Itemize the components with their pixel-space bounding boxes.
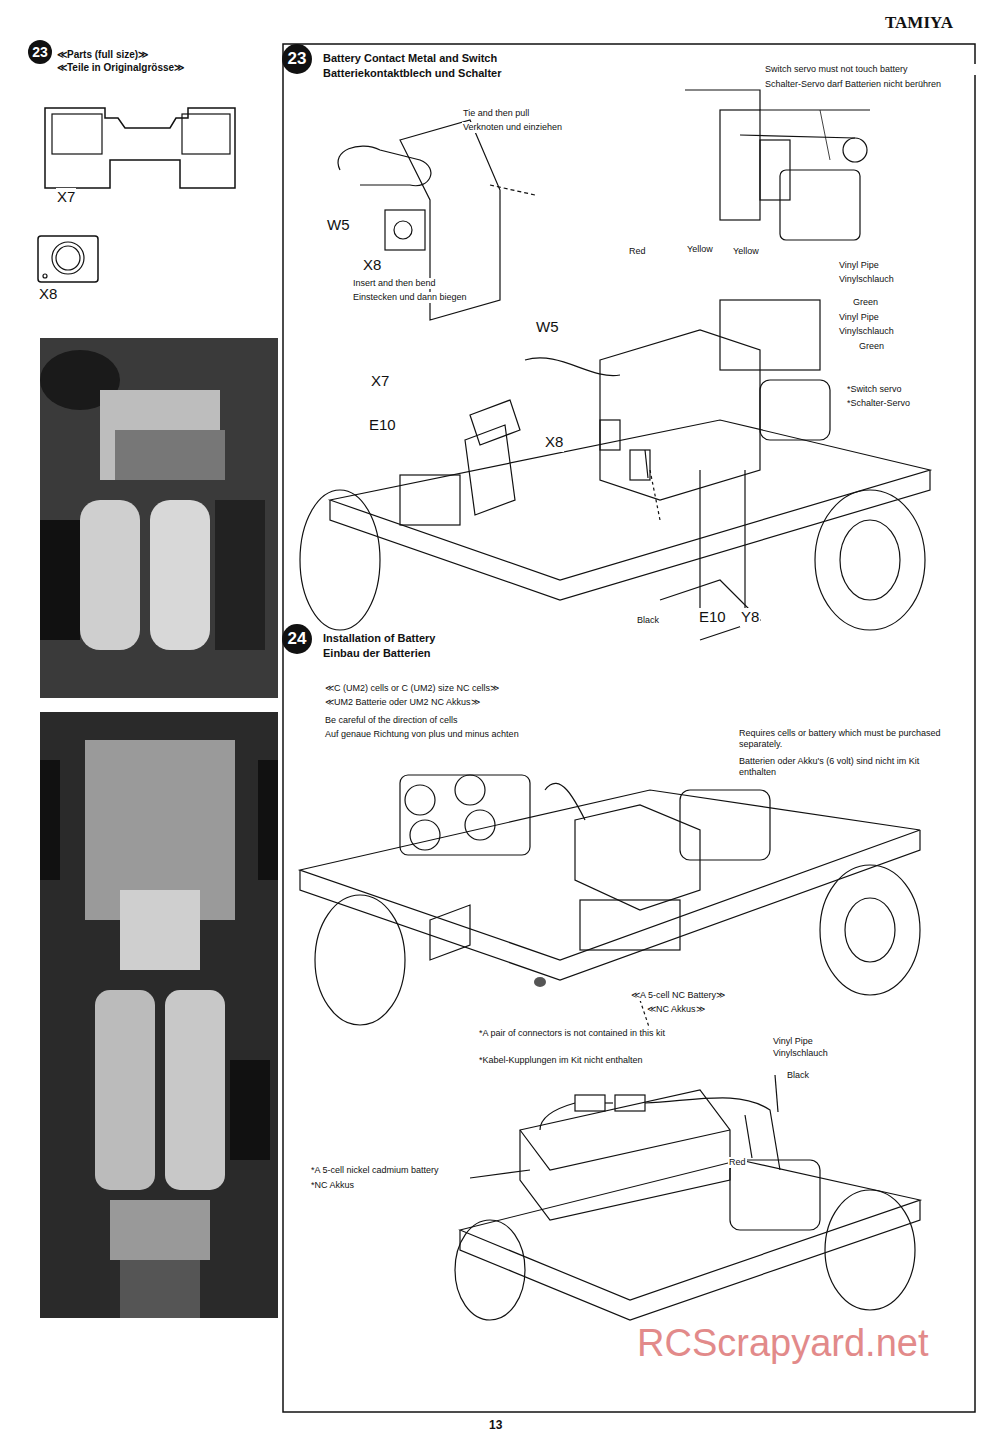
step-number: 24	[282, 624, 312, 654]
part-name: *NC Akkus	[310, 1180, 355, 1191]
note: ≪UM2 Batterie oder UM2 NC Akkus≫	[324, 697, 481, 708]
note: Schalter-Servo darf Batterien nicht berü…	[764, 79, 946, 90]
part-outline	[56, 246, 80, 270]
photo-detail	[40, 350, 265, 650]
step-heading: Installation of Battery	[322, 632, 436, 646]
part-name: *A 5-cell nickel cadmium battery	[310, 1165, 440, 1176]
instruction: Auf genaue Richtung von plus und minus a…	[324, 729, 520, 740]
part-outline	[45, 108, 235, 188]
wire-color: Green	[852, 297, 879, 308]
part-name: ≪NC Akkus≫	[646, 1004, 706, 1015]
part-name: X8	[544, 433, 564, 452]
part-name: W5	[535, 318, 560, 337]
part-name: Vinyl Pipe	[838, 260, 880, 271]
wire-color: Green	[858, 341, 885, 352]
step-number: 23	[28, 40, 52, 64]
note: Switch servo must not touch battery	[764, 64, 986, 75]
part-name: Vinyl Pipe	[772, 1036, 814, 1047]
instruction: Einstecken und dann biegen	[352, 292, 468, 303]
part-heading: ≪Parts (full size)≫	[56, 49, 149, 62]
watermark: RCScrapyard.net	[636, 1320, 929, 1368]
part-outline	[38, 236, 98, 282]
step-number-text: 23	[288, 49, 307, 69]
part-name: X8	[362, 256, 382, 275]
instruction: Insert and then bend	[352, 278, 437, 289]
instruction: Verknoten und einziehen	[462, 122, 563, 133]
instruction: Tie and then pull	[462, 108, 530, 119]
part-outline	[182, 114, 230, 154]
part-name: *Schalter-Servo	[846, 398, 911, 409]
wire-color: Black	[636, 615, 660, 626]
part-outline	[43, 274, 47, 278]
photo	[40, 712, 278, 1318]
part-outline	[52, 114, 102, 154]
wire-color: Red	[728, 1157, 747, 1168]
wire-color: Yellow	[732, 246, 760, 257]
part-name: Vinyl Pipe	[838, 312, 880, 323]
instruction: Be careful of the direction of cells	[324, 715, 459, 726]
part-name: Vinylschlauch	[772, 1048, 829, 1059]
note: *Kabel-Kupplungen im Kit nicht enthalten	[478, 1055, 644, 1066]
part-name: Y8	[740, 608, 760, 627]
part-name: E10	[698, 608, 727, 627]
panel-frame	[283, 44, 975, 1412]
part-name: Vinylschlauch	[838, 326, 895, 337]
note: *A pair of connectors is not contained i…	[478, 1028, 695, 1039]
step-number: 23	[282, 44, 312, 74]
part-name: W5	[326, 216, 351, 235]
step-heading: Batteriekontaktblech und Schalter	[322, 67, 503, 81]
brand: TAMIYA	[884, 12, 954, 33]
wire-color: Yellow	[686, 244, 714, 255]
step-heading: Battery Contact Metal and Switch	[322, 52, 498, 66]
part-name: ≪A 5-cell NC Battery≫	[630, 990, 726, 1001]
note: Requires cells or battery which must be …	[738, 728, 945, 751]
step-number-text: 23	[32, 44, 48, 60]
part-heading: ≪Teile in Originalgrösse≫	[56, 62, 185, 75]
part-name: E10	[368, 416, 397, 435]
part-name: *Switch servo	[846, 384, 903, 395]
chassis-drawing	[300, 775, 920, 1025]
part-name: Vinylschlauch	[838, 274, 895, 285]
note: ≪C (UM2) cells or C (UM2) size NC cells≫	[324, 683, 500, 694]
part-name: X7	[370, 372, 390, 391]
part-outline	[52, 242, 84, 274]
wire-color: Black	[786, 1070, 810, 1081]
step-number-text: 24	[288, 629, 307, 649]
page-number: 13	[488, 1418, 503, 1433]
part-name: X7	[56, 188, 76, 207]
wire-color: Red	[628, 246, 647, 257]
note: Batterien oder Akku's (6 volt) sind nich…	[738, 756, 940, 779]
photo-detail	[40, 740, 278, 1318]
smudge	[534, 977, 546, 987]
step-heading: Einbau der Batterien	[322, 647, 432, 661]
chassis-drawing	[300, 90, 930, 640]
part-name: X8	[38, 285, 58, 304]
photo	[40, 338, 278, 698]
chassis-drawing	[455, 1000, 920, 1320]
